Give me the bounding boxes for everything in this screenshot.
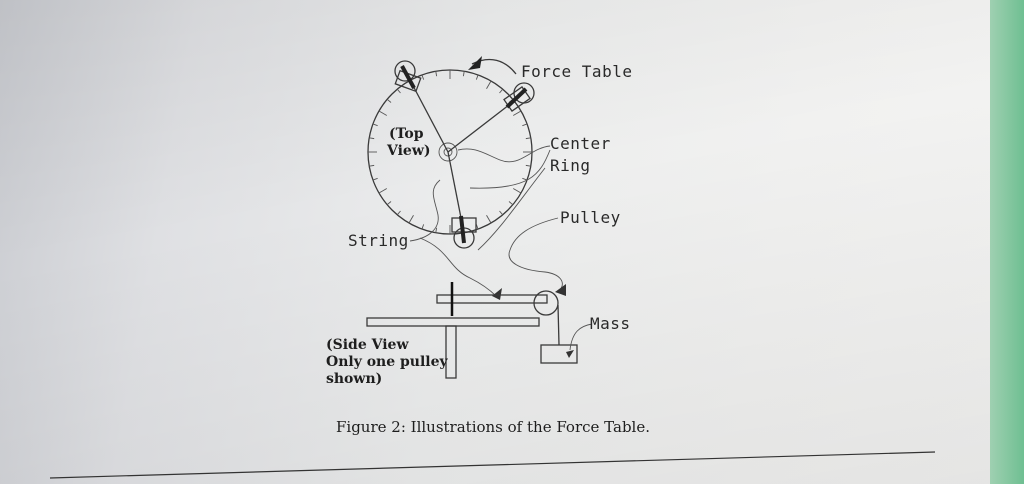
string-leader-arrowhead — [492, 288, 502, 300]
pulley-leader — [508, 217, 563, 291]
pulley-leader-arrowhead — [555, 284, 566, 296]
degree-tick — [508, 201, 514, 206]
label-side-view-line3: shown) — [326, 371, 382, 387]
string-leader-2 — [419, 237, 497, 297]
degree-tick — [386, 201, 392, 206]
mass-leader-arrowhead — [566, 350, 574, 358]
degree-tick — [435, 227, 438, 233]
degree-tick — [512, 110, 522, 116]
degree-tick — [372, 177, 378, 181]
label-center: Center — [550, 134, 611, 153]
degree-tick — [386, 98, 392, 103]
degree-tick — [372, 123, 378, 127]
top-view-diagram — [367, 56, 566, 300]
label-ring: Ring — [550, 156, 591, 175]
degree-tick — [421, 74, 425, 80]
degree-tick — [396, 88, 401, 94]
mass-block — [540, 344, 578, 364]
degree-tick — [522, 177, 528, 181]
degree-tick — [475, 74, 479, 80]
label-top-view-line2: View) — [386, 143, 431, 159]
pulley-upper-left — [394, 60, 422, 93]
green-background-edge — [990, 0, 1024, 484]
string-leader-3 — [477, 167, 546, 251]
mass-leader — [569, 323, 593, 351]
degree-tick — [378, 188, 388, 194]
figure-caption: Figure 2: Illustrations of the Force Tab… — [336, 418, 650, 436]
center-ring-inner — [443, 147, 453, 157]
string-leader — [409, 179, 441, 242]
degree-tick — [486, 80, 492, 90]
degree-tick — [522, 123, 528, 127]
degree-tick — [499, 88, 504, 94]
label-mass: Mass — [590, 314, 631, 333]
label-side-view-line1: (Side View — [326, 337, 409, 353]
center-ring-leader — [457, 145, 551, 163]
degree-tick — [369, 164, 375, 167]
label-pulley: Pulley — [560, 208, 621, 227]
degree-tick — [369, 137, 375, 140]
horizontal-rule — [49, 451, 936, 479]
degree-tick — [525, 137, 531, 140]
label-string: String — [348, 231, 409, 250]
side-view-stand — [445, 325, 457, 379]
center-ring-outer — [438, 142, 458, 162]
side-view-diagram — [366, 282, 593, 379]
degree-tick — [525, 164, 531, 167]
label-force-table: Force Table — [521, 62, 632, 81]
degree-tick — [462, 71, 465, 77]
side-view-base-bar — [366, 317, 540, 327]
degree-tick — [512, 188, 522, 194]
degree-ticks — [368, 70, 532, 234]
rotation-arrowhead — [468, 56, 482, 70]
label-side-view-line2: Only one pulley — [326, 354, 449, 370]
degree-tick — [421, 224, 425, 230]
degree-tick — [499, 210, 504, 216]
side-view-hanging-string — [557, 304, 560, 346]
degree-tick — [378, 110, 388, 116]
string-line-upper-right — [447, 97, 519, 153]
degree-tick — [408, 214, 414, 224]
degree-tick — [486, 214, 492, 224]
degree-tick — [435, 71, 438, 77]
pulley-upper-right — [503, 82, 535, 112]
pulley-bottom — [451, 215, 477, 249]
string-line-bottom — [447, 151, 464, 229]
label-top-view-line1: (Top — [389, 126, 424, 142]
side-view-tabletop — [436, 294, 548, 304]
degree-tick — [396, 210, 401, 216]
side-view-pulley-wheel — [533, 290, 559, 316]
center-ring-leader-2 — [469, 149, 551, 189]
